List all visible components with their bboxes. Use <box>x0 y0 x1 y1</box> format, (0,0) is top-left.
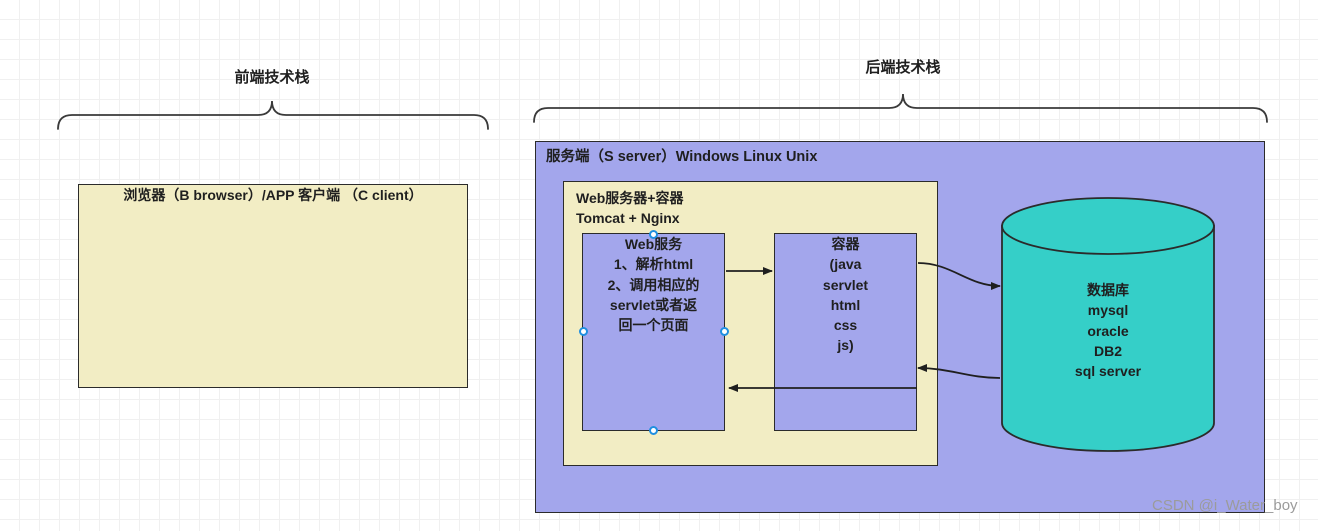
web-service-box-label: Web服务 1、解析html 2、调用相应的 servlet或者返 回一个页面 <box>607 236 700 334</box>
selection-handle-bottom[interactable] <box>648 425 658 435</box>
backend-brace <box>533 93 1268 123</box>
database-cylinder[interactable]: 数据库 mysql oracle DB2 sql server <box>1000 196 1216 453</box>
frontend-stack-label: 前端技术栈 <box>234 69 310 86</box>
web-service-box[interactable]: Web服务 1、解析html 2、调用相应的 servlet或者返 回一个页面 <box>582 233 725 431</box>
watermark: CSDN @i_Water_boy <box>1152 497 1298 514</box>
selection-handle-left[interactable] <box>578 326 588 336</box>
frontend-brace <box>57 100 489 130</box>
database-cylinder-label: 数据库 mysql oracle DB2 sql server <box>1074 282 1142 380</box>
container-box-label: 容器 (java servlet html css js) <box>822 236 869 354</box>
backend-stack-label: 后端技术栈 <box>865 59 941 76</box>
client-box-label: 浏览器（B browser）/APP 客户端 （C client） <box>123 187 423 203</box>
database-cylinder-shape <box>1001 197 1215 452</box>
container-box[interactable]: 容器 (java servlet html css js) <box>774 233 917 431</box>
server-box-label: 服务端（S server）Windows Linux Unix <box>546 149 818 165</box>
selection-handle-right[interactable] <box>719 326 729 336</box>
client-box[interactable]: 浏览器（B browser）/APP 客户端 （C client） <box>78 184 468 388</box>
selection-handle-top[interactable] <box>648 229 658 239</box>
webserver-box-label: Web服务器+容器 Tomcat + Nginx <box>576 190 684 227</box>
